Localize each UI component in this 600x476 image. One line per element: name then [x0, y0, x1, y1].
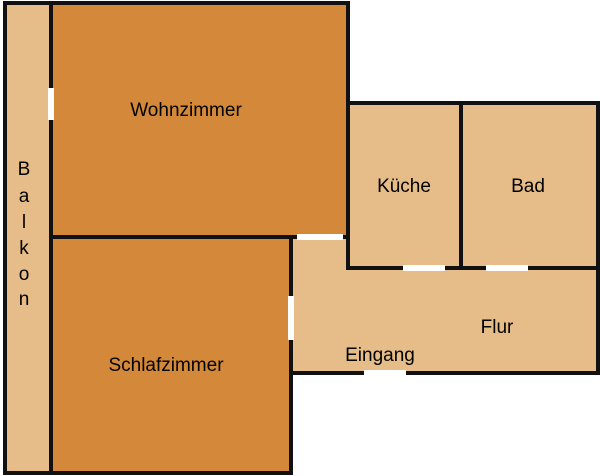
- label-entrance: Eingang: [345, 345, 415, 366]
- opening-kitchen-hall: [403, 265, 445, 271]
- label-balcony-letter: o: [19, 264, 30, 285]
- label-balcony-letter: B: [18, 159, 31, 180]
- opening-entrance: [364, 370, 406, 376]
- opening-bath-hall: [486, 265, 528, 271]
- label-bathroom: Bad: [511, 176, 545, 197]
- room-balcony: [3, 1, 53, 475]
- label-balcony-letter: n: [19, 289, 30, 310]
- label-balcony: B a l k o n: [18, 159, 31, 310]
- opening-bedroom-hall: [288, 296, 294, 340]
- opening-balcony-living: [48, 88, 54, 120]
- label-bedroom: Schlafzimmer: [108, 355, 224, 376]
- room-bathroom: [459, 101, 600, 270]
- label-balcony-letter: a: [19, 186, 30, 207]
- label-kitchen: Küche: [377, 176, 431, 197]
- label-hallway: Flur: [481, 317, 514, 338]
- label-balcony-letter: l: [22, 212, 26, 233]
- label-living-room: Wohnzimmer: [130, 100, 242, 121]
- room-kitchen: [346, 101, 463, 270]
- room-bedroom: [49, 235, 293, 475]
- label-balcony-letter: k: [19, 238, 29, 259]
- opening-living-hall: [297, 234, 343, 240]
- room-living-room: [49, 1, 350, 239]
